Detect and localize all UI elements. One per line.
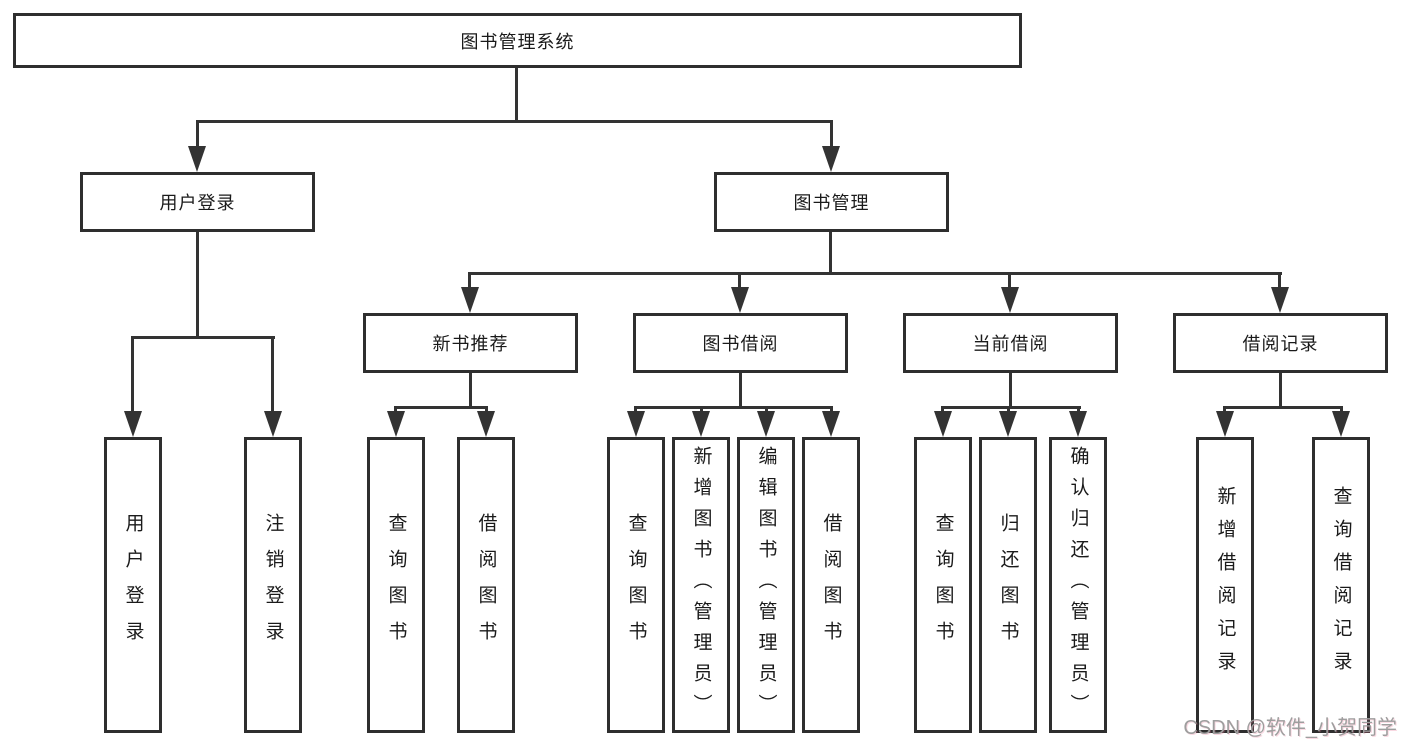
node-current-borrow: 当前借阅 [903,313,1118,373]
arrow-icon [627,411,645,437]
arrow-icon [461,287,479,313]
leaf-confirm-return-admin: 确认归还（管理员） [1049,437,1107,733]
arrow-icon [1271,287,1289,313]
leaf-query-books-recommend-label: 查询图书 [385,513,407,657]
leaf-query-borrow-record: 查询借阅记录 [1312,437,1370,733]
node-current-borrow-label: 当前借阅 [972,334,1049,354]
node-new-book-recommend: 新书推荐 [363,313,578,373]
connector-bookborrow-bus [634,406,833,409]
leaf-add-books-admin-label: 新增图书（管理员） [690,445,712,725]
leaf-logout: 注销登录 [244,437,302,733]
arrow-icon [822,411,840,437]
arrow-icon [387,411,405,437]
connector-bookmgmt-drop2 [738,272,741,289]
leaf-add-borrow-record-label: 新增借阅记录 [1214,486,1236,684]
arrow-icon [1001,287,1019,313]
connector-bookborrow-drop1 [634,406,637,413]
connector-root-bus [196,120,833,123]
leaf-edit-books-admin: 编辑图书（管理员） [737,437,795,733]
leaf-query-books-current-label: 查询图书 [932,513,954,657]
connector-records-drop1 [1223,406,1226,413]
node-root: 图书管理系统 [13,13,1022,68]
arrow-icon [1069,411,1087,437]
node-borrow-records: 借阅记录 [1173,313,1388,373]
arrow-icon [124,411,142,437]
leaf-query-books-borrow-label: 查询图书 [625,513,647,657]
connector-bookborrow-drop2 [700,406,703,413]
connector-newbook-drop2 [485,406,488,413]
leaf-user-login-label: 用户登录 [122,513,144,657]
connector-userlogin-stem [196,232,199,339]
connector-userlogin-bus [131,336,275,339]
leaf-borrow-books-recommend: 借阅图书 [457,437,515,733]
connector-bookmgmt-stem [829,232,832,275]
connector-currentborrow-drop2 [1007,406,1010,413]
arrow-icon [822,146,840,172]
leaf-borrow-books-recommend-label: 借阅图书 [475,513,497,657]
node-borrow-records-label: 借阅记录 [1242,334,1319,354]
connector-bookmgmt-drop1 [468,272,471,289]
connector-currentborrow-stem [1009,373,1012,409]
leaf-edit-books-admin-label: 编辑图书（管理员） [755,445,777,725]
connector-userlogin-drop2 [271,336,274,413]
connector-currentborrow-drop1 [941,406,944,413]
leaf-confirm-return-admin-label: 确认归还（管理员） [1067,445,1089,725]
leaf-borrow-books-label: 借阅图书 [820,513,842,657]
node-book-management: 图书管理 [714,172,949,232]
connector-root-drop-right [830,120,833,148]
node-new-book-recommend-label: 新书推荐 [432,334,509,354]
connector-bookborrow-stem [739,373,742,409]
node-book-borrow-label: 图书借阅 [702,334,779,354]
leaf-query-borrow-record-label: 查询借阅记录 [1330,486,1352,684]
leaf-query-books-borrow: 查询图书 [607,437,665,733]
node-user-login: 用户登录 [80,172,315,232]
connector-root-stem [515,68,518,123]
connector-records-drop2 [1340,406,1343,413]
node-user-login-label: 用户登录 [159,193,236,213]
leaf-borrow-books: 借阅图书 [802,437,860,733]
leaf-user-login: 用户登录 [104,437,162,733]
arrow-icon [692,411,710,437]
connector-bookmgmt-bus [468,272,1282,275]
node-book-borrow: 图书借阅 [633,313,848,373]
connector-newbook-drop1 [394,406,397,413]
arrow-icon [757,411,775,437]
arrow-icon [188,146,206,172]
connector-bookborrow-drop4 [830,406,833,413]
arrow-icon [477,411,495,437]
connector-bookborrow-drop3 [765,406,768,413]
connector-root-drop-left [196,120,199,148]
connector-userlogin-drop1 [131,336,134,413]
leaf-query-books-current: 查询图书 [914,437,972,733]
arrow-icon [731,287,749,313]
leaf-query-books-recommend: 查询图书 [367,437,425,733]
node-root-label: 图书管理系统 [460,31,575,52]
connector-currentborrow-drop3 [1077,406,1080,413]
connector-records-stem [1279,373,1282,409]
arrow-icon [999,411,1017,437]
leaf-logout-label: 注销登录 [262,513,284,657]
connector-currentborrow-bus [941,406,1081,409]
arrow-icon [1332,411,1350,437]
connector-bookmgmt-drop4 [1278,272,1281,289]
leaf-return-books-label: 归还图书 [997,513,1019,657]
leaf-add-borrow-record: 新增借阅记录 [1196,437,1254,733]
connector-records-bus [1223,406,1343,409]
arrow-icon [264,411,282,437]
csdn-watermark: CSDN @软件_小贺同学 [1183,717,1397,739]
leaf-add-books-admin: 新增图书（管理员） [672,437,730,733]
leaf-return-books: 归还图书 [979,437,1037,733]
connector-newbook-stem [469,373,472,409]
connector-newbook-bus [394,406,488,409]
arrow-icon [934,411,952,437]
node-book-management-label: 图书管理 [793,193,870,213]
arrow-icon [1216,411,1234,437]
connector-bookmgmt-drop3 [1008,272,1011,289]
